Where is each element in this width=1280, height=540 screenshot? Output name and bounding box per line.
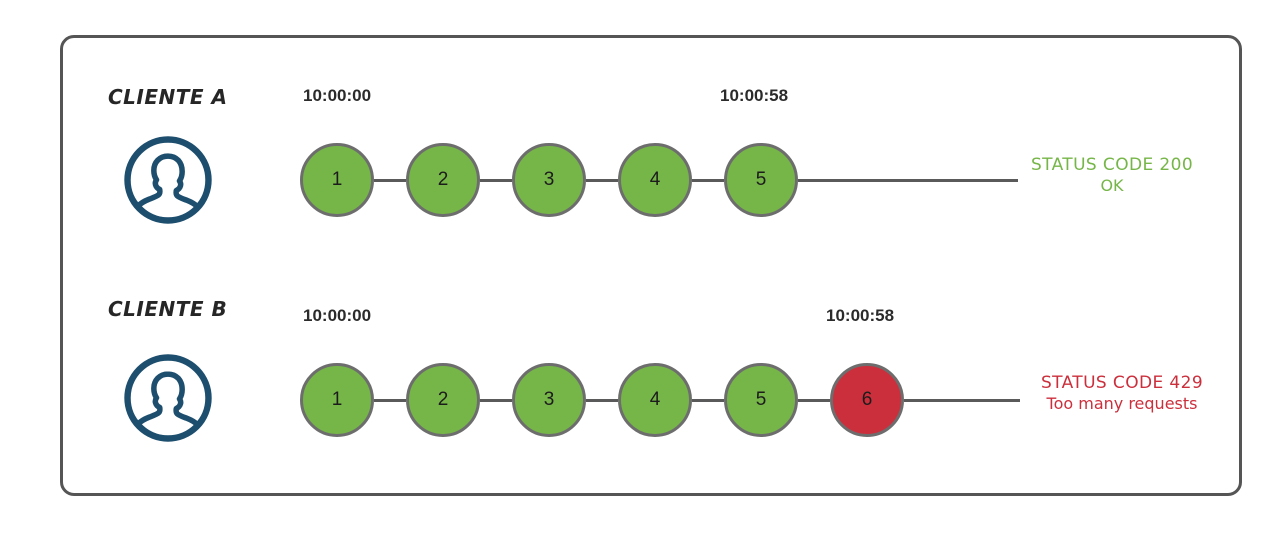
end-timestamp-cliente-a: 10:00:58: [720, 86, 789, 105]
connector-cliente-b-4-5: [692, 399, 724, 402]
request-node-cliente-a-4[interactable]: 4: [618, 143, 692, 217]
user-avatar-icon: [122, 134, 214, 226]
start-timestamp-cliente-b: 10:00:00: [303, 306, 372, 325]
connector-cliente-b-tail: [904, 399, 1020, 402]
client-label-cliente-b: CLIENTE B: [108, 297, 228, 321]
connector-cliente-a-4-5: [692, 179, 724, 182]
status-code-cliente-b: STATUS CODE 429: [1040, 373, 1204, 393]
connector-cliente-b-5-6: [798, 399, 830, 402]
request-node-cliente-a-2[interactable]: 2: [406, 143, 480, 217]
status-reason-cliente-b: Too many requests: [1046, 393, 1198, 413]
user-avatar-icon: [122, 352, 214, 444]
client-label-cliente-a: CLIENTE A: [108, 85, 228, 109]
request-node-cliente-b-2[interactable]: 2: [406, 363, 480, 437]
connector-cliente-a-1-2: [374, 179, 406, 182]
connector-cliente-b-1-2: [374, 399, 406, 402]
connector-cliente-a-2-3: [480, 179, 512, 182]
request-node-cliente-a-1[interactable]: 1: [300, 143, 374, 217]
connector-cliente-a-tail: [798, 179, 1018, 182]
request-node-cliente-a-3[interactable]: 3: [512, 143, 586, 217]
request-node-cliente-b-1[interactable]: 1: [300, 363, 374, 437]
status-code-cliente-a: STATUS CODE 200: [1030, 155, 1194, 175]
connector-cliente-b-2-3: [480, 399, 512, 402]
request-node-cliente-b-4[interactable]: 4: [618, 363, 692, 437]
connector-cliente-a-3-4: [586, 179, 618, 182]
request-node-cliente-b-5[interactable]: 5: [724, 363, 798, 437]
request-node-cliente-b-6[interactable]: 6: [830, 363, 904, 437]
request-node-cliente-b-3[interactable]: 3: [512, 363, 586, 437]
end-timestamp-cliente-b: 10:00:58: [826, 306, 895, 325]
start-timestamp-cliente-a: 10:00:00: [303, 86, 372, 105]
status-reason-cliente-a: OK: [1100, 175, 1124, 195]
request-node-cliente-a-5[interactable]: 5: [724, 143, 798, 217]
connector-cliente-b-3-4: [586, 399, 618, 402]
